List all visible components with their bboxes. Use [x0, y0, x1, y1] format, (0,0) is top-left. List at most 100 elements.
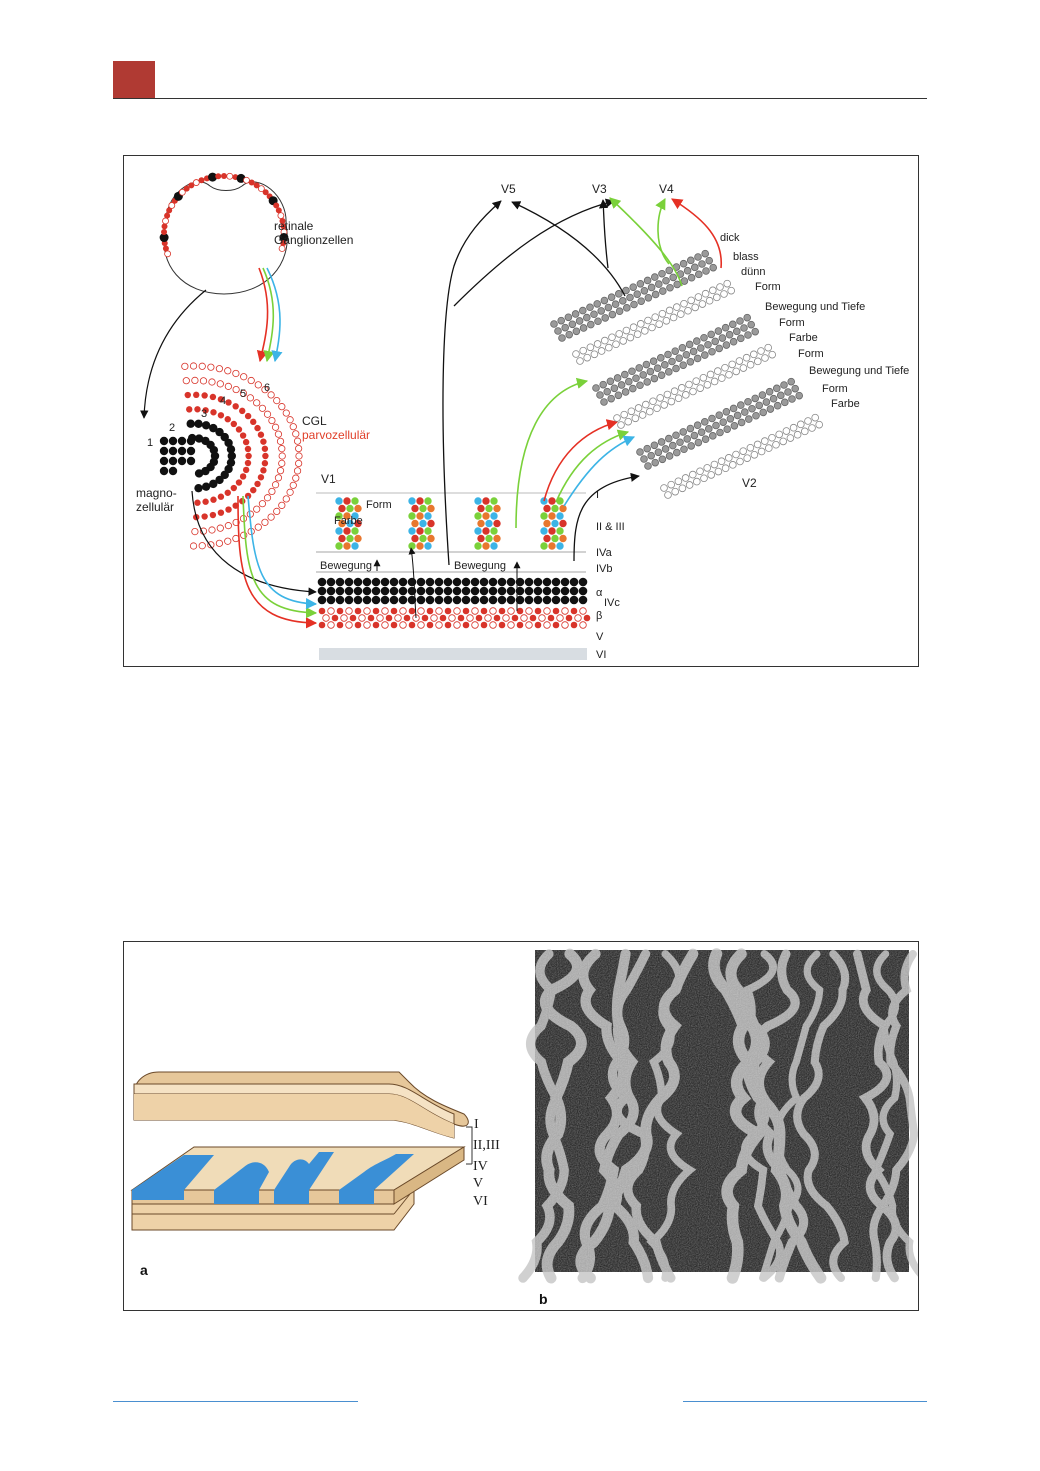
v2-cell — [786, 434, 795, 442]
layer-beta: β — [596, 610, 602, 622]
magno-cell — [317, 595, 327, 605]
blob-cell — [485, 504, 493, 513]
cgl-cell — [244, 459, 252, 467]
cgl-cell — [276, 437, 285, 445]
v2-cell — [715, 344, 723, 353]
cgl-cell — [254, 381, 262, 389]
panel-b-label: b — [539, 1291, 548, 1307]
v2-cell — [644, 462, 652, 470]
blob-cell — [427, 534, 435, 543]
v2-cell — [688, 470, 697, 479]
v2-cell — [744, 331, 752, 339]
parvo-cell — [547, 614, 555, 622]
cgl-cell — [260, 467, 267, 474]
v2-cell — [769, 394, 778, 403]
v2-cell — [730, 421, 739, 430]
magno-cell — [398, 586, 408, 596]
cgl-cell — [209, 393, 217, 401]
magno-cell — [506, 577, 516, 587]
target-v3: V3 — [592, 182, 607, 196]
cgl-cell — [182, 377, 190, 385]
cgl-cell — [224, 489, 231, 496]
layer-v: V — [596, 631, 604, 643]
v2-cell — [672, 431, 680, 440]
v2-cell — [593, 300, 602, 308]
v2-cell — [725, 330, 734, 339]
blob-cell — [551, 504, 559, 513]
cgl-cell — [250, 418, 257, 426]
v2-cell — [603, 387, 612, 396]
parvo-cell — [381, 621, 389, 629]
parvo-cell — [525, 621, 533, 629]
v2-cell — [672, 364, 680, 373]
v2-cell — [726, 414, 735, 423]
v2-cell — [658, 455, 667, 464]
blob-cell — [474, 527, 482, 535]
cgl-cell — [202, 498, 209, 505]
v2-cell — [692, 337, 701, 345]
v2-cell — [689, 387, 697, 396]
parvo-cell — [340, 614, 348, 622]
layer-ivc: IVc — [604, 597, 620, 609]
v2-cell — [729, 337, 738, 346]
v2-cell — [747, 320, 755, 329]
cgl-cell — [209, 511, 217, 519]
v2-cell — [593, 340, 602, 348]
v2-cell — [683, 435, 691, 443]
parvo-cell — [502, 614, 510, 622]
cgl-cell — [257, 431, 265, 438]
block-layer-iv: IV — [473, 1159, 488, 1174]
v2-cell — [614, 290, 623, 298]
parvo-cell — [363, 621, 371, 629]
v2-cell — [714, 467, 723, 476]
magno-cell — [389, 577, 399, 587]
parvo-cell — [471, 607, 479, 615]
v2-cell — [583, 353, 592, 362]
v2-cell — [768, 350, 776, 359]
v2-cell — [722, 341, 731, 349]
v2-cell — [674, 394, 683, 403]
v2-cell — [636, 448, 644, 456]
cgl-cell — [201, 466, 210, 476]
v2-cell — [687, 442, 695, 450]
blob-cell — [343, 527, 351, 535]
v2-cell — [795, 391, 803, 400]
v2-cell — [694, 253, 702, 261]
parvo-cell — [376, 614, 384, 622]
v2-cell — [721, 323, 730, 332]
ganglion-cell — [178, 188, 186, 196]
v2-cell — [780, 381, 788, 389]
magno-cell — [488, 595, 498, 605]
v2-cell — [661, 445, 670, 453]
v2-cell — [740, 324, 748, 332]
v2-cell — [712, 421, 720, 430]
v2-cell — [732, 367, 740, 376]
blob-cell — [540, 512, 548, 520]
v2-cell — [640, 455, 648, 463]
blob-cell — [543, 534, 551, 543]
v2-cell — [579, 324, 588, 332]
blob-cell — [540, 497, 548, 505]
v2-cell — [706, 370, 715, 379]
cgl-cell — [262, 452, 269, 460]
parvo-cell — [345, 607, 353, 615]
v2-cell — [743, 454, 751, 462]
cgl-cell — [240, 373, 248, 381]
v2-cell — [724, 454, 733, 462]
magno-cell — [524, 586, 534, 596]
magno-cell — [479, 577, 489, 587]
ganglion-cell — [192, 179, 200, 186]
magno-label-2: zellulär — [136, 500, 174, 514]
v2-cell — [687, 273, 696, 282]
v2-cell — [739, 364, 748, 372]
cgl-cell — [168, 446, 178, 456]
blob-cell — [351, 497, 359, 505]
blob-cell — [335, 497, 343, 505]
parvo-cell — [561, 607, 569, 615]
parvo-label: parvozellulär — [302, 428, 370, 442]
v2-cell — [678, 484, 687, 493]
v2-cell — [646, 367, 655, 376]
panel-a-label: a — [140, 1262, 148, 1278]
magno-cell — [533, 586, 543, 596]
parvo-cell — [331, 614, 339, 622]
